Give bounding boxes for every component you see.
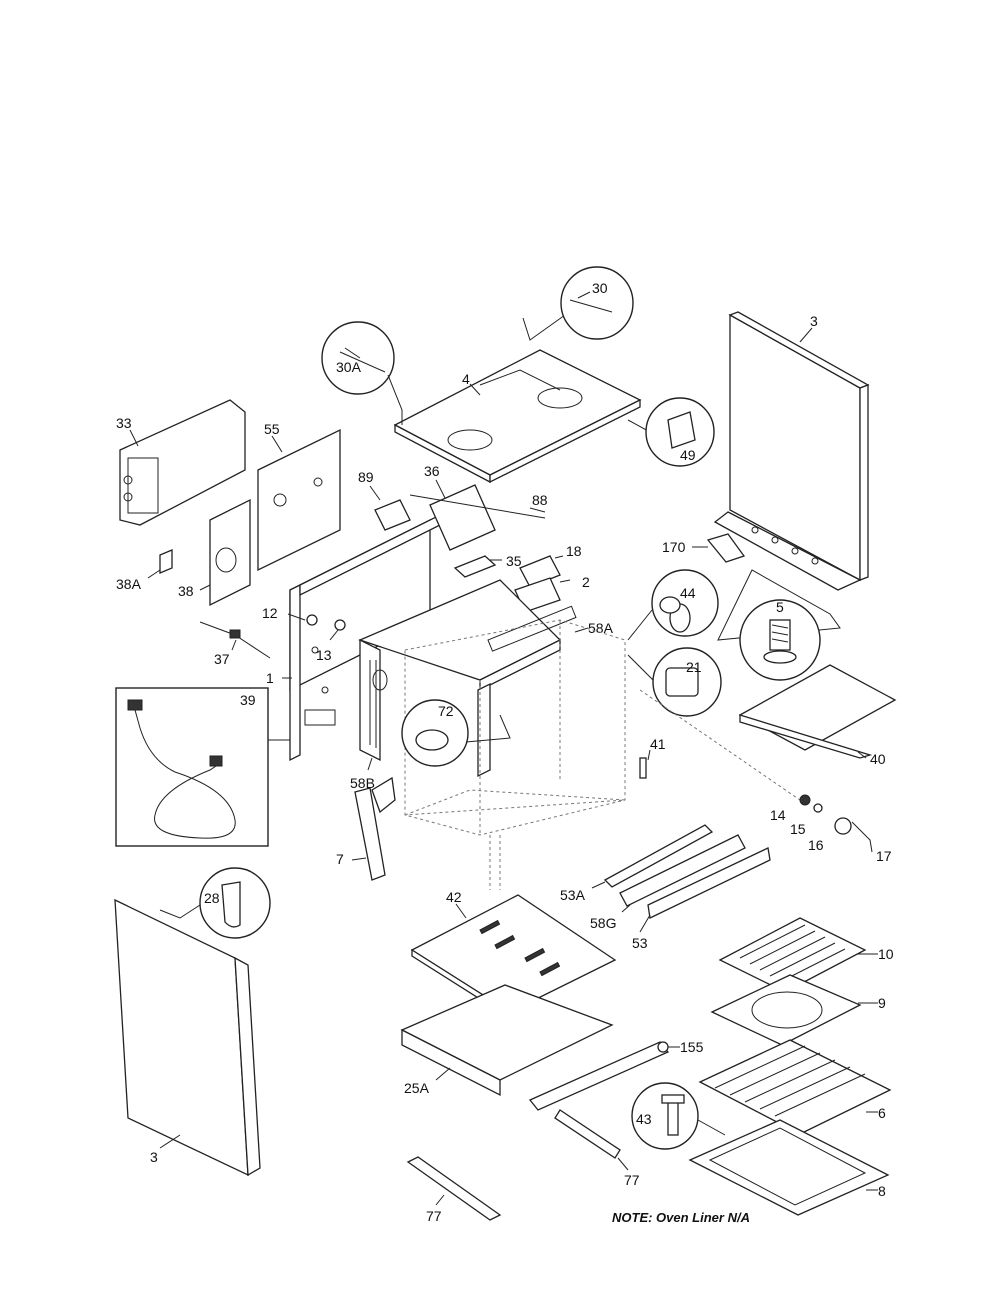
upper-interior-parts <box>369 479 571 613</box>
part-label-35: 35 <box>506 553 522 569</box>
hinge-30-callout <box>522 266 634 341</box>
part-label-36: 36 <box>424 463 440 479</box>
block-21-callout <box>627 647 722 717</box>
part-label-8: 8 <box>878 1183 886 1199</box>
panel-55-part <box>257 428 341 572</box>
rails-53-parts <box>591 824 771 933</box>
oven-liner-note: NOTE: Oven Liner N/A <box>612 1210 750 1225</box>
part-label-30: 30 <box>592 280 608 296</box>
part-label-88: 88 <box>532 492 548 508</box>
bracket-170-part <box>692 533 746 563</box>
clip-28-callout <box>159 867 271 939</box>
part-label-28: 28 <box>204 890 220 906</box>
light-72-callout <box>401 699 511 767</box>
part-label-41: 41 <box>650 736 666 752</box>
bracket-40-part <box>738 664 897 759</box>
leveling-leg-callout <box>717 569 841 681</box>
part-label-77-a: 77 <box>624 1172 640 1188</box>
part-label-55: 55 <box>264 421 280 437</box>
main-top-part <box>393 349 642 484</box>
part-label-7: 7 <box>336 851 344 867</box>
part-label-12: 12 <box>262 605 278 621</box>
part-label-9: 9 <box>878 995 886 1011</box>
broiler-pan-9-part <box>710 974 878 1046</box>
part-label-13: 13 <box>316 647 332 663</box>
back-panel-part <box>713 311 870 591</box>
part-label-3-back: 3 <box>810 313 818 329</box>
part-label-6: 6 <box>878 1105 886 1121</box>
part-label-2: 2 <box>582 574 590 590</box>
part-label-40: 40 <box>870 751 886 767</box>
knob-44-callout <box>627 569 719 641</box>
clip-38a-part <box>147 549 173 579</box>
drawer-25a-part <box>400 984 614 1097</box>
part-label-10: 10 <box>878 946 894 962</box>
part-label-25a: 25A <box>404 1080 430 1096</box>
part-label-16: 16 <box>808 837 824 853</box>
part-label-53: 53 <box>632 935 648 951</box>
broiler-grid-10-part <box>718 917 878 993</box>
part-label-17: 17 <box>876 848 892 864</box>
main-frame-part <box>282 513 441 762</box>
rear-panel-33-part <box>119 399 246 526</box>
bracket-77-part <box>406 1156 502 1221</box>
sensor-37-part <box>199 621 271 659</box>
part-label-4: 4 <box>462 371 470 387</box>
part-label-53a: 53A <box>560 887 586 903</box>
tray-8-part <box>688 1119 890 1216</box>
handle-7-part <box>351 776 396 881</box>
part-label-30a: 30A <box>336 359 362 375</box>
part-label-5: 5 <box>776 599 784 615</box>
part-label-15: 15 <box>790 821 806 837</box>
part-label-44: 44 <box>680 585 696 601</box>
part-label-89: 89 <box>358 469 374 485</box>
bolt-43-callout <box>631 1082 726 1150</box>
part-label-77-b: 77 <box>426 1208 442 1224</box>
part-label-170: 170 <box>662 539 686 555</box>
part-label-37: 37 <box>214 651 230 667</box>
panel-38-part <box>199 498 251 607</box>
clip-49-callout <box>627 397 715 467</box>
part-label-49: 49 <box>680 447 696 463</box>
part-label-42: 42 <box>446 889 462 905</box>
part-label-14: 14 <box>770 807 786 823</box>
part-label-3-side: 3 <box>150 1149 158 1165</box>
part-label-33: 33 <box>116 415 132 431</box>
part-label-58b: 58B <box>350 775 375 791</box>
part-label-155: 155 <box>680 1039 704 1055</box>
bracket-41-part <box>639 749 651 779</box>
side-panel-part <box>114 898 261 1177</box>
part-label-72: 72 <box>438 703 454 719</box>
oven-rack-6-part <box>698 1039 892 1135</box>
part-label-39: 39 <box>240 692 256 708</box>
oven-body-part <box>358 579 589 778</box>
part-label-1: 1 <box>266 670 274 686</box>
part-label-21: 21 <box>686 659 702 675</box>
part-label-58g: 58G <box>590 915 616 931</box>
element-155-part <box>528 1041 680 1171</box>
part-label-58a: 58A <box>588 620 614 636</box>
hinge-30a-callout <box>321 321 403 425</box>
power-cord-39-box <box>115 687 290 847</box>
oven-cavity-outline <box>404 619 626 890</box>
part-label-38: 38 <box>178 583 194 599</box>
part-label-38a: 38A <box>116 576 142 592</box>
valve-parts-12-13 <box>287 613 346 641</box>
light-assembly-parts <box>639 689 873 853</box>
part-label-18: 18 <box>566 543 582 559</box>
part-label-43: 43 <box>636 1111 652 1127</box>
